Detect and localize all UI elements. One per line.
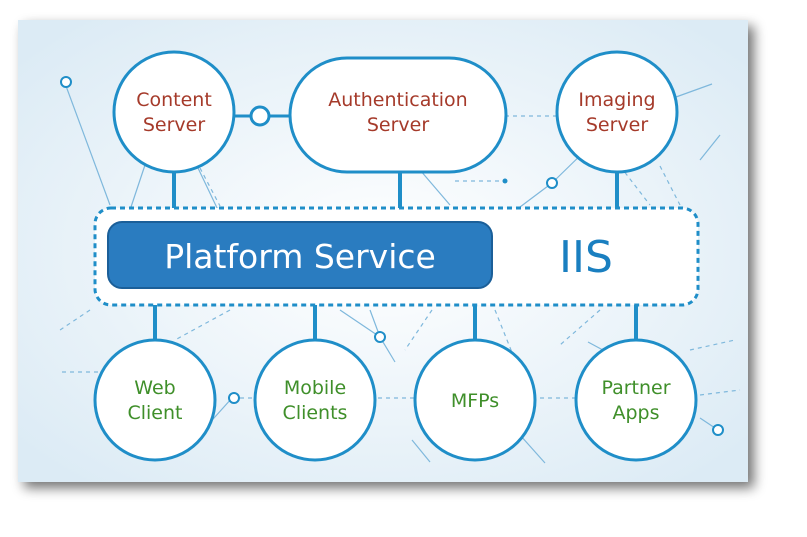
platform-container: Platform Service IIS	[93, 206, 700, 307]
mfps-label: MFPs	[451, 390, 499, 412]
imaging-server-node: Imaging Server	[555, 50, 679, 174]
authentication-server-label-line1: Authentication	[328, 89, 467, 111]
authentication-server-label-line2: Server	[367, 114, 429, 136]
imaging-server-label-line1: Imaging	[578, 89, 655, 111]
web-client-label-line2: Client	[127, 402, 182, 424]
authentication-server-node: Authentication Server	[288, 56, 508, 174]
background-dashed-links	[59, 115, 741, 399]
platform-service-block	[107, 221, 493, 289]
content-auth-link-node	[249, 105, 271, 127]
content-server-label-line2: Server	[143, 114, 205, 136]
web-client-label-line1: Web	[134, 377, 175, 399]
web-client-node: Web Client	[93, 338, 217, 462]
iis-label: IIS	[559, 232, 613, 283]
imaging-server-label-line2: Server	[586, 114, 648, 136]
mfps-node: MFPs	[413, 338, 537, 462]
background-network	[65, 83, 721, 464]
partner-apps-node: Partner Apps	[574, 338, 698, 462]
client-connectors	[153, 305, 638, 345]
background-nodes	[60, 76, 724, 436]
content-server-label-line1: Content	[136, 89, 212, 111]
content-server-node: Content Server	[112, 50, 236, 174]
mobile-clients-label-line1: Mobile	[284, 377, 346, 399]
platform-service-label: Platform Service	[164, 237, 436, 276]
dot-node	[502, 178, 508, 184]
partner-apps-label-line1: Partner	[601, 377, 670, 399]
mobile-clients-label-line2: Clients	[283, 402, 348, 424]
server-connectors	[172, 170, 619, 208]
partner-apps-label-line2: Apps	[612, 402, 659, 424]
mobile-clients-node: Mobile Clients	[253, 338, 377, 462]
